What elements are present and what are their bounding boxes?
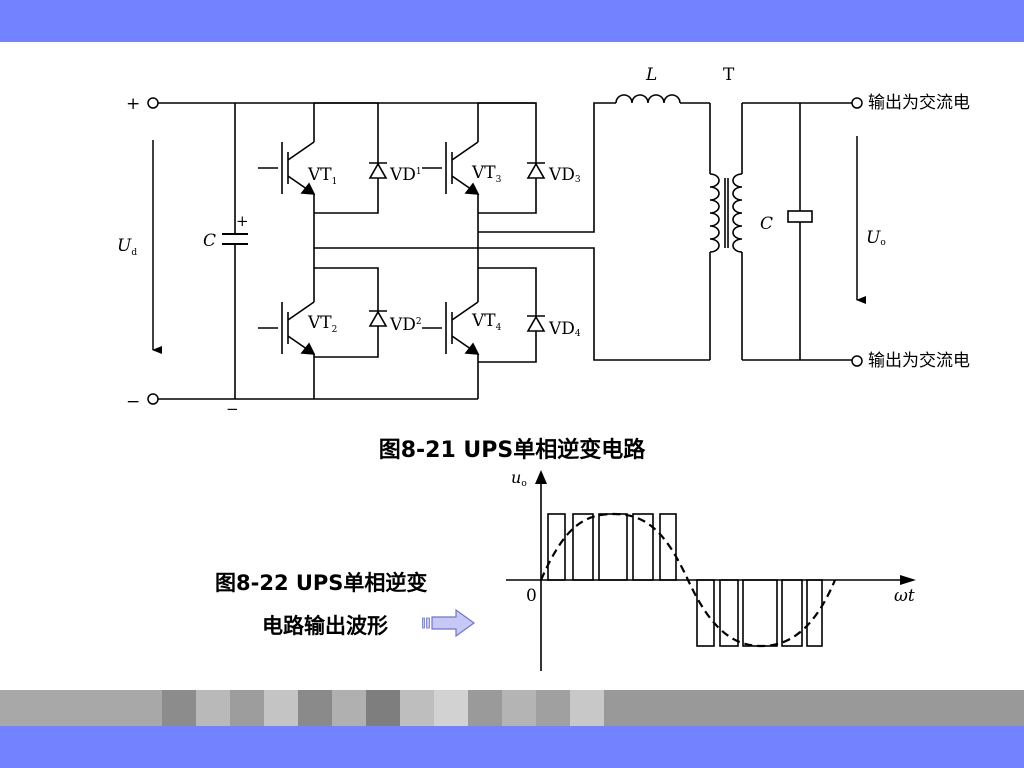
pwm-pulses — [547, 513, 823, 647]
inverter-circuit-diagram: + − − + C Ud VT1 VT2 VT3 VT4 VD1 VD2 VD3… — [117, 65, 970, 671]
output-bottom-label: 输出为交流电 — [868, 351, 970, 371]
transistor-vt3-icon — [422, 141, 480, 195]
dc-capacitor-symbol — [222, 233, 248, 245]
top-band — [0, 0, 1024, 42]
waveform-y-label: uo — [511, 468, 527, 489]
transistor-vt1-icon — [258, 141, 316, 195]
y-axis-arrow-icon — [535, 470, 547, 484]
diode-vd3-icon — [526, 162, 546, 179]
inductor-icon — [615, 94, 681, 104]
minus-terminal-label: − — [126, 392, 140, 412]
sine-reference-curve — [539, 512, 837, 648]
transistor-vt4-icon — [422, 301, 480, 355]
cap-plus-label: + — [236, 212, 249, 230]
vt3-label: VT3 — [471, 163, 502, 185]
output-waveform-chart: uo 0 ωt — [506, 468, 916, 671]
plus-terminal-icon — [147, 97, 159, 109]
cap-minus-label: − — [226, 400, 239, 418]
diode-vd1-icon — [368, 162, 388, 179]
figure-8-22-caption-line2: 电路输出波形 — [262, 614, 388, 638]
right-arrow-icon[interactable] — [422, 609, 478, 637]
transformer-icon — [709, 173, 743, 253]
input-voltage-label: Ud — [117, 236, 137, 258]
plus-terminal-label: + — [126, 94, 140, 114]
diode-vd4-icon — [526, 315, 546, 332]
vd4-label: VD4 — [548, 319, 581, 339]
circuit-wiring — [158, 102, 852, 400]
vd1-label: VD1 — [389, 165, 422, 185]
transistor-vt2-icon — [258, 301, 316, 355]
vt2-label: VT2 — [307, 313, 337, 335]
x-axis-arrow-icon — [900, 575, 916, 585]
output-capacitor-label: C — [760, 214, 773, 234]
output-voltage-label: Uo — [866, 228, 886, 248]
inductor-label: L — [645, 65, 657, 85]
dc-capacitor-label: C — [203, 231, 216, 251]
output-terminal-bottom-icon — [851, 355, 863, 367]
waveform-x-label: ωt — [894, 586, 915, 606]
diode-vd2-icon — [368, 310, 388, 327]
output-terminal-top-icon — [851, 97, 863, 109]
vd2-label: VD2 — [389, 315, 422, 335]
transformer-label: T — [723, 65, 735, 85]
vt1-label: VT1 — [307, 165, 337, 187]
output-top-label: 输出为交流电 — [868, 93, 970, 113]
output-capacitor-symbol — [787, 210, 813, 223]
figure-8-21-caption: 图8-21 UPS单相逆变电路 — [378, 438, 646, 463]
waveform-origin-label: 0 — [526, 586, 537, 606]
bottom-band — [0, 726, 1024, 768]
vt4-label: VT4 — [471, 311, 502, 333]
figure-8-22-caption-line1: 图8-22 UPS单相逆变 — [215, 571, 428, 595]
minus-terminal-icon — [147, 393, 159, 405]
decorative-photo-strip — [0, 690, 1024, 726]
vd3-label: VD3 — [548, 165, 581, 185]
